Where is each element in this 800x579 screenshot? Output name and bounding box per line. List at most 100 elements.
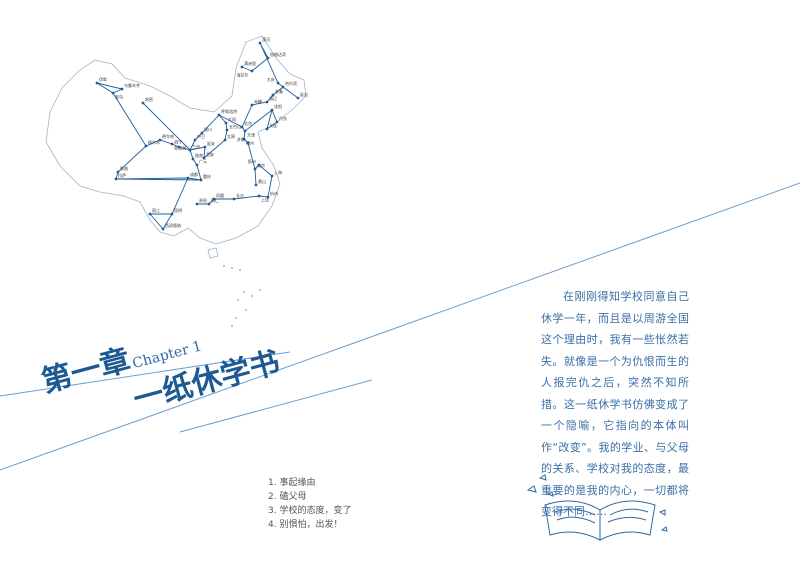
city-label: 兰州 [192, 143, 200, 149]
city-marker [270, 174, 274, 178]
city-marker [161, 227, 165, 231]
city-marker [191, 157, 195, 161]
city-label: 昆明 [174, 208, 182, 213]
title-bottom-line [179, 379, 373, 433]
hainan-outline [207, 247, 219, 259]
city-label: 扬州 [248, 158, 256, 164]
city-marker [266, 195, 270, 199]
route-line [115, 145, 189, 230]
city-marker [141, 101, 145, 105]
city-marker [144, 144, 148, 148]
city-marker [250, 69, 254, 73]
city-marker [265, 127, 269, 131]
city-marker [225, 128, 229, 132]
city-label: 那曲 [120, 165, 128, 171]
city-label: 铜仁 [211, 197, 219, 203]
city-label: 天津 [247, 131, 255, 137]
city-label: 银川 [204, 126, 212, 132]
city-label: 贵阳 [199, 197, 207, 203]
city-label: 济南 [237, 136, 245, 142]
city-label: 奎屯 [115, 93, 123, 99]
city-marker [242, 137, 246, 141]
contents-list: 1. 事起缘由 2. 磕父母 3. 学校的态度，变了 4. 别惧怕，出发！ [268, 476, 351, 532]
city-label: 西宁 [174, 138, 182, 144]
south-sea-islands [223, 265, 261, 327]
city-label: 海拉尔 [237, 71, 249, 77]
city-label: 通辽 [269, 95, 277, 101]
city-label: 德州 [246, 139, 254, 145]
city-label: 满洲里 [244, 60, 256, 66]
city-label: 丽江 [152, 207, 160, 213]
divider-lines [0, 182, 800, 471]
city-label: 上海 [274, 169, 282, 175]
city-marker [275, 120, 279, 124]
china-route-map: 伊犁乌鲁木齐奎屯哈密格尔木德令哈青海湖西宁兰州那曲拉萨成都重庆昆明丽江西双版纳广… [45, 35, 308, 327]
city-marker [114, 177, 118, 181]
city-marker [257, 163, 261, 167]
city-marker [111, 91, 115, 95]
city-label: 北京 [244, 120, 252, 126]
city-marker [224, 121, 228, 125]
city-marker [95, 81, 99, 85]
city-marker [212, 197, 216, 201]
city-label: 漠河 [262, 36, 270, 42]
city-label: 南京 [257, 162, 265, 168]
city-marker [193, 138, 197, 142]
city-markers: 伊犁乌鲁木齐奎屯哈密格尔木德令哈青海湖西宁兰州那曲拉萨成都重庆昆明丽江西双版纳广… [95, 36, 308, 231]
city-marker [270, 108, 274, 112]
route-line [96, 82, 124, 94]
city-label: 延吉 [300, 91, 308, 97]
city-label: 乌鲁木齐 [124, 82, 140, 88]
city-label: 丹东 [279, 115, 287, 121]
city-marker [240, 125, 244, 129]
city-label: 伊犁 [99, 76, 107, 82]
city-label: 长沙 [236, 192, 244, 198]
city-marker [266, 56, 270, 60]
city-marker [258, 41, 262, 45]
city-label: 西安 [206, 151, 214, 157]
city-label: 拉萨 [118, 172, 126, 178]
contents-item: 2. 磕父母 [268, 492, 307, 502]
city-label: 中卫 [197, 133, 205, 139]
city-label: 赤峰 [254, 98, 262, 104]
city-marker [199, 178, 203, 182]
city-label: 成都 [190, 171, 198, 177]
city-label: 呼和浩特 [221, 108, 237, 114]
city-marker [120, 87, 124, 91]
city-marker [232, 197, 236, 201]
contents-item: 1. 事起缘由 [268, 478, 316, 488]
city-marker [243, 129, 247, 133]
city-marker [186, 176, 190, 180]
city-label: 黄山 [258, 178, 266, 184]
city-label: 杭州 [270, 190, 278, 196]
city-marker [253, 167, 257, 171]
city-marker [281, 85, 285, 89]
city-label: 凤凰 [216, 193, 224, 198]
city-marker [246, 141, 250, 145]
city-marker [207, 202, 211, 206]
city-label: 太原 [227, 133, 235, 139]
route-line [241, 42, 284, 128]
contents-item: 3. 学校的态度，变了 [268, 506, 352, 516]
city-marker [195, 202, 199, 206]
city-marker [250, 103, 254, 107]
city-label: 沈阳 [274, 103, 282, 109]
city-marker [217, 113, 221, 117]
city-marker [170, 212, 174, 216]
city-label: 德令哈 [162, 133, 174, 139]
city-marker [223, 138, 227, 142]
city-marker [276, 81, 280, 85]
city-label: 长春 [275, 88, 283, 94]
city-marker [116, 170, 120, 174]
city-marker [240, 65, 244, 69]
route-line [142, 102, 191, 151]
route-line [115, 178, 202, 181]
intro-paragraph: 在刚刚得知学校同意自己休学一年，而且是以周游全国这个理由时，我有一些怅然若失。就… [541, 290, 689, 518]
city-label: 广元 [199, 158, 207, 164]
city-label: 大连 [269, 122, 277, 128]
city-label: 哈尔滨 [285, 80, 297, 86]
contents-item: 4. 别惧怕，出发！ [268, 520, 343, 530]
route-line [112, 92, 191, 151]
city-label: 西双版纳 [165, 222, 181, 228]
